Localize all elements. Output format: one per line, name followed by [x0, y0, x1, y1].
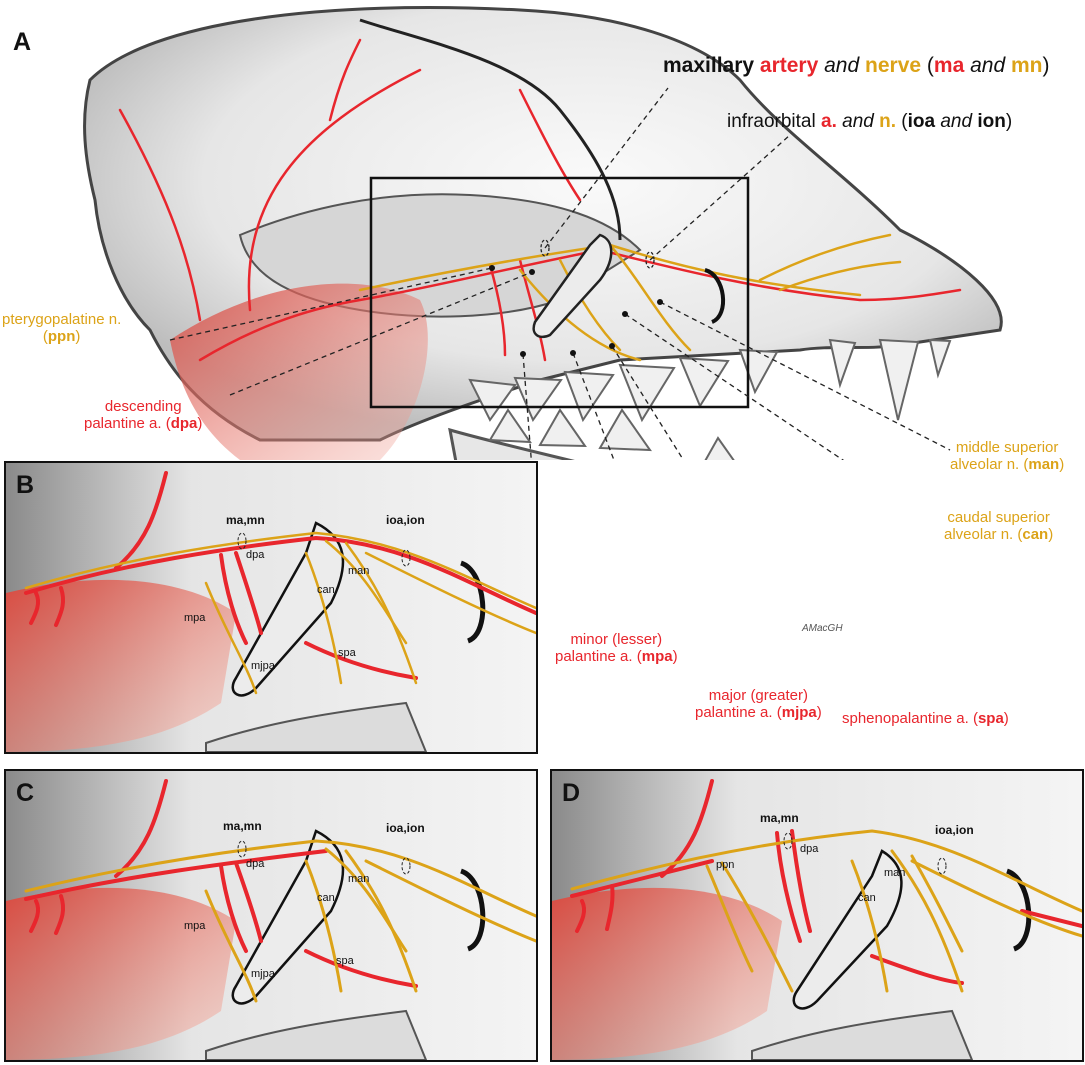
label-can: can: [858, 892, 876, 904]
label-ma-mn: ma,mn: [223, 819, 262, 833]
infraorbital-label: infraorbital a. and n. (ioa and ion): [727, 111, 1013, 132]
skull-illustration: [83, 6, 1003, 460]
mandible-shape: [448, 427, 575, 460]
label-ma-mn: ma,mn: [760, 811, 799, 825]
label-can: can: [317, 892, 335, 904]
temporal-ridge: [359, 18, 622, 241]
zoom-box: [369, 176, 750, 409]
caudal-superior-label: caudal superior alveolar n. (can): [944, 509, 1054, 544]
panel-b: B ma,mn ioa,ion dpa man can mpa mjpa spa: [4, 461, 538, 754]
label-dpa: dpa: [800, 843, 819, 855]
panel-c-illustration: [6, 771, 536, 1060]
ioa-ion-marker: [645, 251, 655, 269]
label-spa: spa: [338, 647, 356, 659]
panel-c: C ma,mn ioa,ion dpa man can mpa mjpa spa: [4, 769, 538, 1062]
infraorbital-foramen: [704, 268, 726, 324]
pterygoid-muscle: [170, 283, 428, 460]
upper-teeth: [468, 338, 952, 423]
panel-label-d: D: [562, 779, 581, 807]
label-mpa: mpa: [184, 920, 206, 932]
arteries: [118, 38, 962, 362]
label-mjpa: mjpa: [251, 968, 275, 980]
label-spa: spa: [336, 955, 354, 967]
label-mjpa: mjpa: [251, 660, 275, 672]
leader-dots: [489, 265, 663, 357]
label-man: man: [348, 873, 370, 885]
label-ma-mn: ma,mn: [226, 513, 265, 527]
label-ppn: ppn: [716, 859, 735, 871]
lower-teeth: [488, 408, 735, 460]
label-dpa: dpa: [246, 858, 265, 870]
maxillary-title: maxillary artery and nerve (ma and mn): [663, 54, 1050, 77]
nerves: [358, 233, 902, 362]
ma-mn-marker: [540, 239, 550, 257]
pterygopalatine-label: pterygopalatine n. (ppn): [2, 311, 122, 346]
label-ioa-ion: ioa,ion: [386, 821, 425, 835]
label-ioa-ion: ioa,ion: [386, 513, 425, 527]
label-dpa: dpa: [246, 549, 265, 561]
label-mpa: mpa: [184, 612, 206, 624]
middle-superior-label: middle superior alveolar n. (man): [950, 439, 1065, 474]
illustrator-signature: AMacGH: [802, 623, 843, 634]
panel-label-c: C: [16, 779, 35, 807]
label-ioa-ion: ioa,ion: [935, 823, 974, 837]
major-palatine-label: major (greater) palantine a. (mjpa): [695, 687, 822, 722]
panel-d: D ma,mn ioa,ion dpa ppn man can: [550, 769, 1084, 1062]
panel-d-illustration: [552, 771, 1082, 1060]
pterygopalatine-canal: [532, 233, 613, 339]
descending-palatine-label: descending palantine a. (dpa): [84, 398, 203, 433]
leader-lines: [169, 87, 951, 460]
label-can: can: [317, 584, 335, 596]
panel-label-b: B: [16, 471, 35, 499]
label-man: man: [348, 565, 370, 577]
label-man: man: [884, 867, 906, 879]
minor-palatine-label: minor (lesser) palantine a. (mpa): [555, 631, 678, 666]
panel-b-illustration: [6, 463, 536, 752]
panel-label-a: A: [13, 28, 32, 56]
sphenopalatine-label: sphenopalantine a. (spa): [842, 710, 1009, 727]
